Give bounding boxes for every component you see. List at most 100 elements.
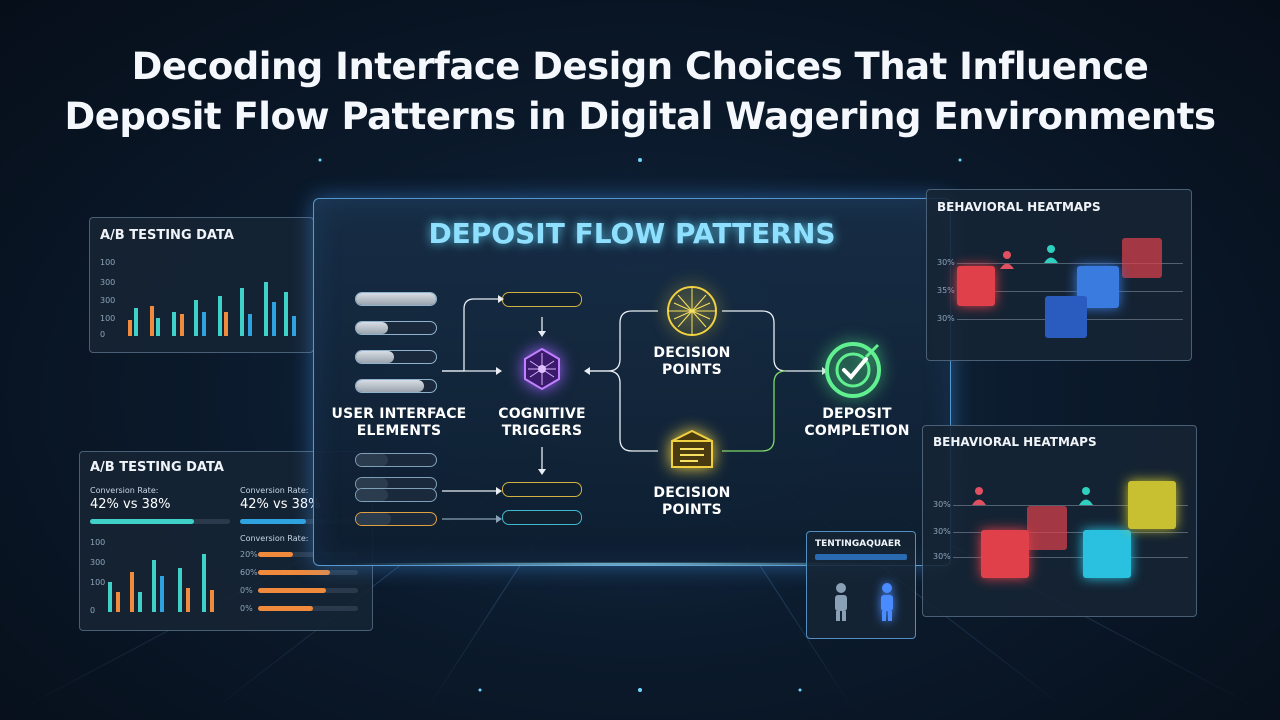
bar (248, 314, 252, 336)
progress-row-fill (258, 588, 326, 593)
conversion-progress-b-fill (240, 519, 306, 524)
ui-element-pill (355, 488, 437, 502)
bar (150, 306, 154, 336)
ui-element-pill (355, 379, 437, 393)
person-icon (881, 583, 893, 621)
bar (264, 282, 268, 336)
y-tick: 100 (90, 578, 106, 587)
ui-element-pill (355, 350, 437, 364)
testing-panel-title: TENTINGAQUAER (815, 539, 901, 549)
progress-row-track (258, 588, 358, 593)
bar (186, 588, 190, 612)
heatmap-teal-cell (1083, 530, 1131, 578)
page-title-line2: Deposit Flow Patterns in Digital Wagerin… (64, 95, 1216, 138)
y-tick: 0 (100, 330, 106, 339)
ui-elements-label-line2: ELEMENTS (356, 423, 442, 439)
heatmap-row-line (957, 291, 1183, 292)
bar (152, 560, 156, 612)
y-tick: 100 (100, 258, 116, 267)
ab-bottom-bars (108, 544, 228, 612)
cognitive-label-line1: COGNITIVE (498, 406, 586, 422)
y-tick: 30% (933, 500, 951, 509)
ab-top-bars (124, 264, 304, 336)
trigger-box (502, 482, 582, 497)
heatmap-yellow-cell (1128, 481, 1176, 529)
y-tick: 30% (937, 258, 955, 267)
progress-row-track (258, 606, 358, 611)
y-tick: 100 (90, 538, 106, 547)
progress-tick: 0% (240, 604, 253, 613)
bar (202, 554, 206, 612)
bar (178, 568, 182, 612)
progress-row-track (258, 552, 358, 557)
y-tick: 300 (100, 278, 116, 287)
deposit-completion-label: DEPOSIT COMPLETION (792, 406, 922, 440)
ab-testing-title: A/B TESTING DATA (100, 228, 234, 243)
y-tick: 300 (100, 296, 116, 305)
bar (210, 590, 214, 612)
y-tick: 0 (90, 606, 96, 615)
trigger-box (502, 510, 582, 525)
ab-testing-panel-top: A/B TESTING DATA 100 300 300 100 0 (89, 217, 314, 353)
heatmap-title: BEHAVIORAL HEATMAPS (937, 200, 1101, 214)
decision-points-top-label: DECISION POINTS (632, 345, 752, 379)
heatmap-panel-bottom: BEHAVIORAL HEATMAPS 30% 30% 30% (922, 425, 1197, 617)
bar (194, 300, 198, 336)
ui-element-pill (355, 292, 437, 306)
bar (272, 302, 276, 336)
heatmap-panel-top: BEHAVIORAL HEATMAPS 30% 35% 30% (926, 189, 1192, 361)
person-icon (835, 583, 847, 621)
progress-row-fill (258, 570, 330, 575)
heatmap-red-cell (981, 530, 1029, 578)
bar (218, 296, 222, 336)
y-tick: 100 (100, 314, 116, 323)
testing-panel: TENTINGAQUAER (806, 531, 916, 639)
ui-element-pill (355, 512, 437, 526)
bar (134, 308, 138, 336)
progress-tick: 0% (240, 586, 253, 595)
conversion-progress-a-fill (90, 519, 194, 524)
bar (108, 582, 112, 612)
decision-top-line2: POINTS (662, 362, 722, 378)
heatmap-blue-cell (1045, 296, 1087, 338)
bar (180, 314, 184, 336)
y-tick: 30% (937, 314, 955, 323)
bar (128, 320, 132, 336)
bar (116, 592, 120, 612)
ui-element-pill (355, 453, 437, 467)
panel-glow (330, 562, 930, 566)
bar (292, 316, 296, 336)
bar (284, 292, 288, 336)
person-icon (972, 487, 986, 505)
heatmap-red-cell (1122, 238, 1162, 278)
person-icon (1000, 251, 1014, 269)
cognitive-triggers-label: COGNITIVE TRIGGERS (482, 406, 602, 440)
decision-bottom-line1: DECISION (653, 485, 731, 501)
y-tick: 30% (933, 527, 951, 536)
deposit-flow-title: DEPOSIT FLOW PATTERNS (428, 217, 836, 250)
conversion-progress-a (90, 519, 230, 524)
testing-panel-bar (815, 554, 907, 560)
heatmap-row-line (953, 505, 1188, 506)
decision-points-bottom-label: DECISION POINTS (632, 485, 752, 519)
treasure-chest-icon (671, 429, 713, 468)
bar (156, 318, 160, 336)
decision-top-line1: DECISION (653, 345, 731, 361)
heatmap-red-cell (957, 266, 995, 306)
bar (160, 576, 164, 612)
deposit-label-line2: COMPLETION (804, 423, 910, 439)
ui-elements-label: USER INTERFACE ELEMENTS (324, 406, 474, 440)
circuit-hexagon-icon (524, 347, 560, 391)
conversion-value-a: 42% vs 38% (90, 497, 171, 512)
heatmap-row-line (953, 532, 1188, 533)
flow-connectors (442, 295, 828, 523)
ui-element-pill (355, 477, 437, 491)
bar (202, 312, 206, 336)
progress-tick: 60% (240, 568, 258, 577)
decision-bottom-line2: POINTS (662, 502, 722, 518)
ui-element-pill (355, 321, 437, 335)
page-title-line1: Decoding Interface Design Choices That I… (131, 45, 1149, 88)
bar (224, 312, 228, 336)
y-tick: 35% (937, 286, 955, 295)
conversion-label-a: Conversion Rate: (90, 486, 159, 495)
